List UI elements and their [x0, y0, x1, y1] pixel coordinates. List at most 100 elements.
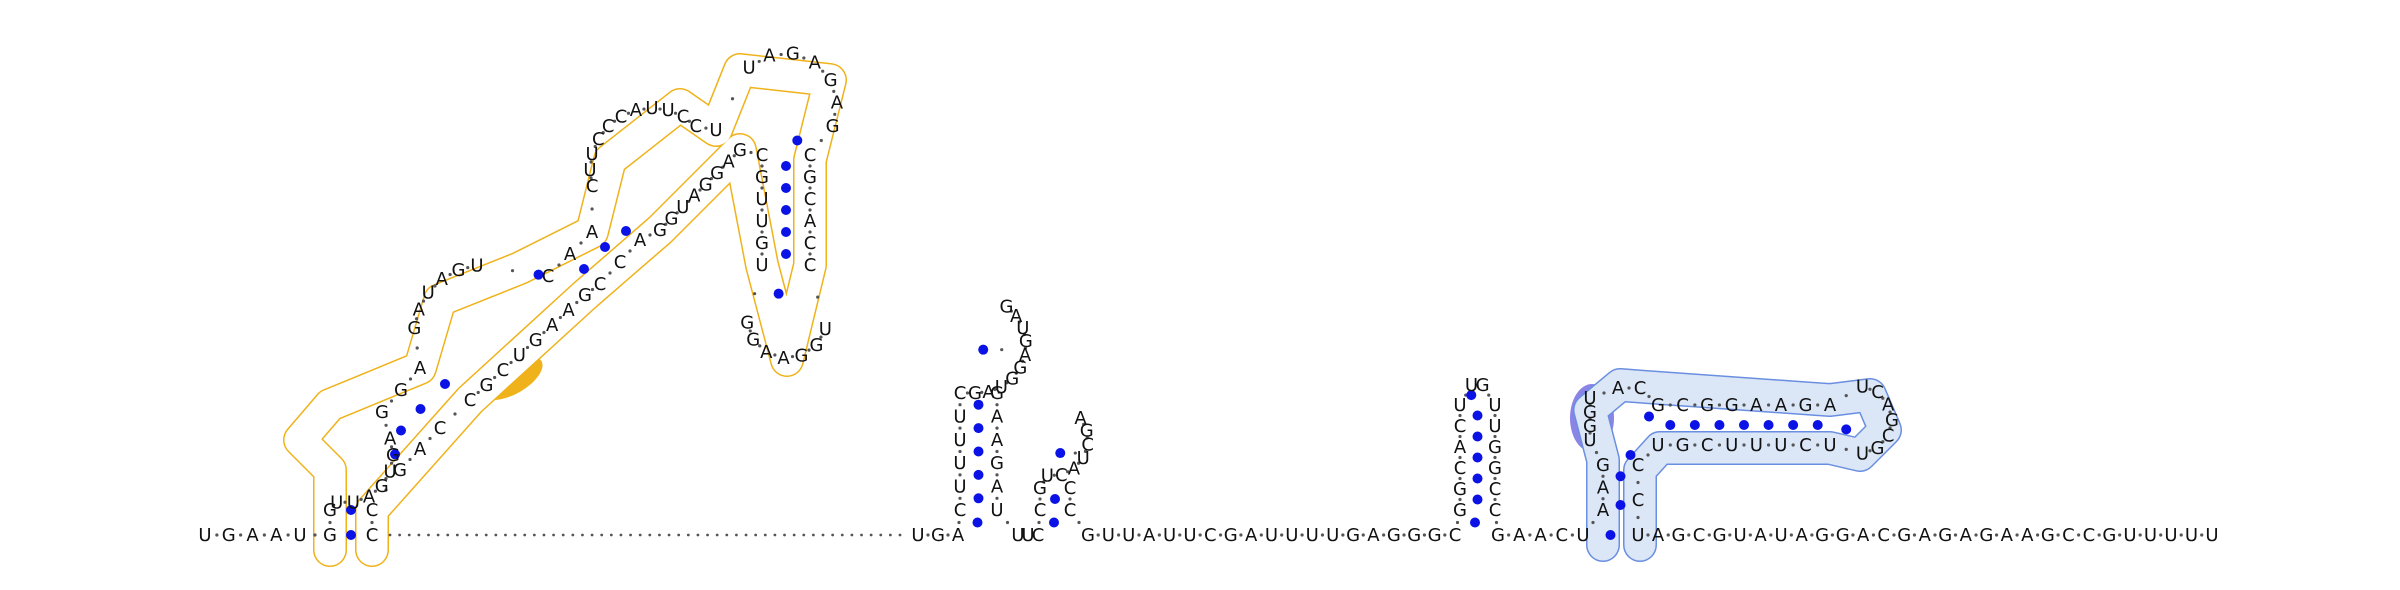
nucleotide-G-156: G — [1488, 437, 1502, 458]
nucleotide-G-157: G — [1488, 458, 1502, 479]
backbone-bond — [1009, 309, 1013, 313]
backbone-bond — [1742, 443, 1746, 447]
backbone-bond — [601, 130, 605, 135]
nucleotide-U-11: U — [384, 461, 397, 482]
backbone-bond — [760, 164, 764, 168]
backbone-bond — [1687, 533, 1691, 537]
backbone-bond — [1766, 443, 1771, 447]
nucleotide-A-105: A — [1010, 306, 1023, 327]
base-pair-dot — [973, 469, 984, 480]
nucleotide-A-54: A — [777, 348, 790, 369]
backbone-bond — [1382, 533, 1386, 537]
backbone-bond — [675, 211, 679, 215]
backbone-bond — [819, 138, 823, 143]
nucleotide-A-166: A — [1597, 478, 1610, 499]
nucleotide-G-85: G — [393, 460, 407, 481]
nucleotide-G-106: G — [999, 296, 1013, 317]
gap-dot — [388, 533, 392, 537]
backbone-bond — [1871, 533, 1876, 537]
nucleotide-U-136: U — [1265, 525, 1278, 546]
gap-dot — [581, 533, 584, 537]
nucleotide-A-179: A — [1775, 395, 1788, 416]
nucleotide-G-144: G — [1428, 525, 1442, 546]
nucleotide-C-122: C — [1081, 435, 1094, 456]
backbone-bond — [2159, 533, 2163, 537]
nucleotide-U-69: U — [676, 197, 689, 218]
backbone-bond — [802, 56, 806, 60]
backbone-bond — [732, 154, 736, 158]
base-pair-dot — [1812, 420, 1823, 430]
nucleotide-G-185: G — [1885, 410, 1899, 431]
base-pair-dot — [973, 446, 984, 457]
nucleotide-U-164: U — [1576, 525, 1589, 546]
backbone-bond — [658, 107, 662, 111]
backbone-bond — [1076, 461, 1081, 465]
nucleotide-A-130: A — [1143, 525, 1156, 546]
backbone-bond — [579, 241, 583, 245]
backbone-bond — [408, 377, 413, 381]
base-pair-dot — [1466, 390, 1477, 401]
nucleotide-U-22: U — [470, 255, 483, 276]
gap-dot — [792, 533, 796, 537]
nucleotide-A-18: A — [413, 299, 426, 320]
backbone-bond — [590, 287, 595, 292]
base-pair-dot — [600, 242, 610, 252]
backbone-bond — [1083, 449, 1088, 453]
backbone-bond — [2097, 533, 2101, 537]
backbone-bond — [589, 176, 593, 180]
base-pair-dot — [973, 399, 984, 410]
base-pair-dot — [1763, 420, 1774, 430]
nucleotide-G-219: G — [2041, 525, 2055, 546]
nucleotide-U-114: U — [1021, 525, 1034, 546]
backbone-bond — [1455, 520, 1460, 525]
backbone-bond — [1742, 403, 1746, 407]
nucleotide-C-83: C — [434, 418, 447, 439]
backbone-bond — [384, 477, 388, 481]
base-pair-dot — [973, 493, 984, 504]
backbone-bond — [1789, 533, 1793, 537]
nucleotide-G-70: G — [664, 209, 678, 230]
nucleotide-C-183: C — [1871, 382, 1884, 403]
nucleotide-C-47: C — [804, 189, 817, 210]
nucleotide-G-127: G — [1081, 525, 1095, 546]
nucleotide-C-158: C — [1489, 479, 1502, 500]
backbone-bond — [1528, 533, 1532, 537]
backbone-bond — [1402, 533, 1406, 537]
nucleotide-C-82: C — [464, 390, 477, 411]
backbone-bond — [1443, 533, 1447, 537]
nucleotide-U-34: U — [661, 100, 674, 121]
nucleotide-G-140: G — [1346, 525, 1360, 546]
gap-dot — [840, 533, 844, 537]
base-pair-dot — [346, 505, 356, 515]
backbone-bond — [1810, 533, 1814, 537]
gap-dot — [773, 533, 777, 537]
nucleotide-A-161: A — [1513, 525, 1526, 546]
backbone-bond — [2118, 533, 2122, 537]
gap-dot — [532, 533, 536, 537]
backbone-bond — [389, 399, 394, 403]
base-pair-dot — [1472, 452, 1483, 463]
nucleotide-A-165: A — [1597, 500, 1610, 521]
nucleotide-U-58: U — [755, 255, 768, 276]
nucleotide-C-126: C — [1064, 500, 1077, 521]
backbone-bond — [757, 59, 761, 64]
base-pair-dot — [781, 161, 791, 171]
gap-dot — [811, 533, 815, 537]
gap-dot — [561, 533, 565, 537]
gap-dot — [898, 533, 902, 537]
backbone-bond — [476, 390, 480, 395]
nucleotide-C-186: C — [1882, 426, 1895, 447]
nucleotide-A-141: A — [1367, 525, 1380, 546]
nucleotide-G-146: G — [1453, 500, 1467, 521]
nucleotide-U-137: U — [1285, 525, 1298, 546]
backbone-bond — [1458, 455, 1462, 460]
nucleotide-G-42: G — [824, 70, 838, 91]
nucleotide-U-155: U — [1488, 416, 1501, 437]
nucleotide-A-215: A — [1960, 525, 1973, 546]
base-pair-dot — [1788, 420, 1799, 430]
gap-dot — [763, 533, 767, 537]
backbone-bond — [1601, 474, 1605, 478]
nucleotide-C-29: C — [592, 129, 605, 150]
backbone-bond — [993, 387, 997, 391]
nucleotide-A-13: A — [384, 429, 397, 450]
